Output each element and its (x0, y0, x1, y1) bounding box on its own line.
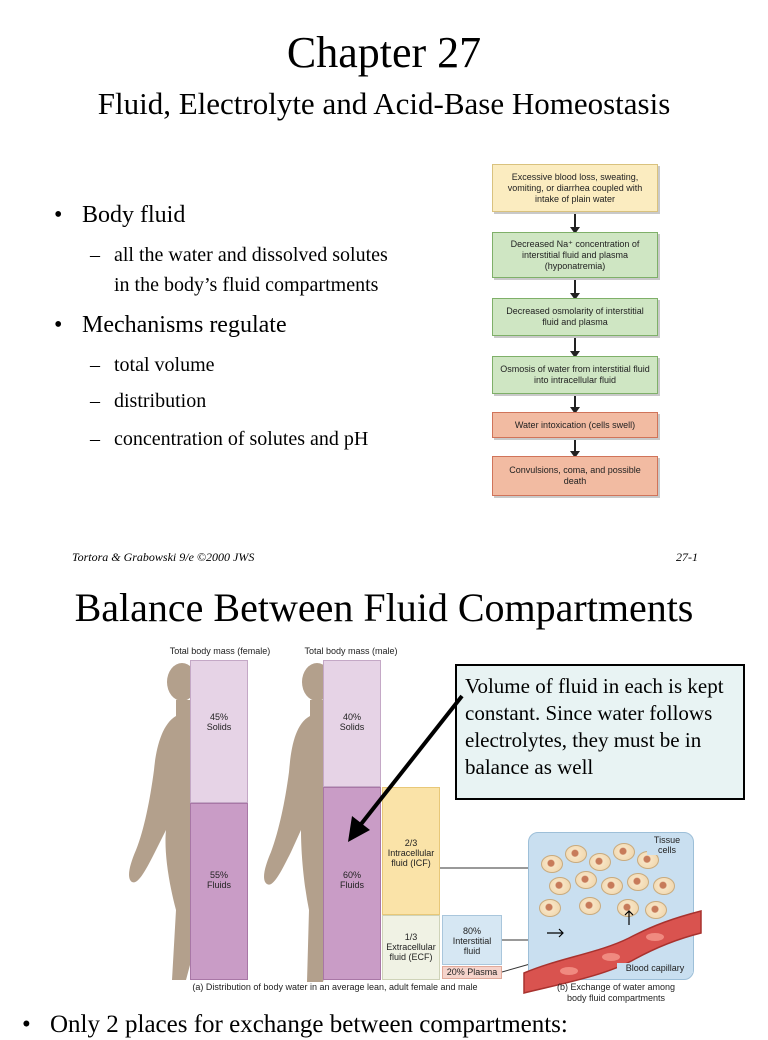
bottom-bullet: •Only 2 places for exchange between comp… (22, 1011, 568, 1038)
interstitial-bar (442, 915, 502, 965)
flow-step-convulsions: Convulsions, coma, and possible death (492, 456, 658, 496)
ecf-label-2: fluid (ECF) (389, 952, 433, 962)
tissue-cell-icon (541, 855, 563, 873)
tissue-cell-icon (589, 853, 611, 871)
flow-arrow (570, 338, 580, 358)
flow-step-osmolarity: Decreased osmolarity of interstitial flu… (492, 298, 658, 336)
tissue-cell-icon (653, 877, 675, 895)
male-solids-label: Solids (339, 722, 365, 732)
ecf-fraction: 1/3 (404, 932, 418, 942)
female-solids-label: Solids (206, 722, 232, 732)
tissue-cell-icon (627, 873, 649, 891)
tissue-cell-icon (575, 871, 597, 889)
male-fluids-pct: 60% (342, 870, 361, 880)
sub-bullet: –all the water and dissolved solutes (90, 244, 388, 266)
sub-bullet-continued: in the body’s fluid compartments (114, 274, 379, 296)
female-silhouette-icon (129, 663, 210, 980)
caption-b-line2: body fluid compartments (566, 993, 666, 1003)
tissue-cell-icon (565, 845, 587, 863)
female-solids-bar (190, 660, 248, 803)
flow-step-intoxication: Water intoxication (cells swell) (492, 412, 658, 438)
icf-label-1: Intracellular (387, 848, 435, 858)
tissue-cell-icon (579, 897, 601, 915)
tissue-cell-icon (617, 899, 639, 917)
caption-a: (a) Distribution of body water in an ave… (192, 982, 478, 992)
flow-arrow (570, 214, 580, 234)
male-total-label: Total body mass (male) (304, 646, 398, 656)
flow-arrow (570, 396, 580, 414)
tissue-cells-label: Tissue cells (647, 835, 687, 855)
callout-arrow-icon (348, 694, 464, 842)
male-solids-bar (323, 660, 381, 787)
footer-citation: Tortora & Grabowski 9/e ©2000 JWS (72, 550, 255, 564)
icf-bar (382, 787, 440, 915)
interstitial-label-2: fluid (463, 946, 481, 956)
callout-box: Volume of fluid in each is kept constant… (455, 664, 745, 800)
flow-arrow (570, 280, 580, 300)
tissue-cell-icon (601, 877, 623, 895)
interstitial-label-1: Interstitial (452, 936, 492, 946)
bullet-dot: • (22, 1011, 31, 1038)
sub-bullet: –total volume (90, 354, 215, 376)
female-fluids-label: Fluids (206, 880, 231, 890)
blood-capillary-icon (523, 910, 702, 994)
male-fluids-label: Fluids (339, 880, 364, 890)
female-total-label: Total body mass (female) (169, 646, 271, 656)
bullet-body-fluid: •Body fluid (54, 202, 186, 228)
bullet-dot: • (54, 202, 63, 228)
sub-bullet: –distribution (90, 390, 207, 412)
bullet-dot: • (54, 312, 63, 338)
slide2-title: Balance Between Fluid Compartments (74, 585, 694, 630)
connector-lines (440, 867, 531, 973)
icf-fraction: 2/3 (404, 838, 418, 848)
male-solids-pct: 40% (342, 712, 361, 722)
tissue-diagram: Tissue cells Blood capillary (523, 832, 702, 994)
female-solids-pct: 45% (209, 712, 228, 722)
icf-label-2: fluid (ICF) (391, 858, 431, 868)
flow-step-cause: Excessive blood loss, sweating, vomiting… (492, 164, 658, 212)
slide1-title: Chapter 27 (286, 28, 482, 77)
bullet-mechanisms: •Mechanisms regulate (54, 312, 287, 338)
tissue-cell-icon (613, 843, 635, 861)
interstitial-pct: 80% (462, 926, 481, 936)
slide1-subtitle: Fluid, Electrolyte and Acid-Base Homeost… (97, 86, 671, 121)
female-fluids-pct: 55% (209, 870, 228, 880)
tissue-cell-icon (549, 877, 571, 895)
ecf-label-1: Extracellular (386, 942, 436, 952)
blood-capillary-label: Blood capillary (617, 963, 693, 973)
tissue-cell-icon (645, 901, 667, 919)
sub-bullet: –concentration of solutes and pH (90, 428, 369, 450)
flow-step-osmosis: Osmosis of water from interstitial fluid… (492, 356, 658, 394)
flow-step-hyponatremia: Decreased Na⁺ concentration of interstit… (492, 232, 658, 278)
ecf-bar (382, 915, 440, 980)
slide-number: 27-1 (676, 550, 698, 564)
caption-b-line1: (b) Exchange of water among (556, 982, 676, 992)
female-fluids-bar (190, 803, 248, 980)
tissue-cell-icon (539, 899, 561, 917)
plasma-bar: 20% Plasma (442, 966, 502, 979)
flow-arrow (570, 440, 580, 458)
